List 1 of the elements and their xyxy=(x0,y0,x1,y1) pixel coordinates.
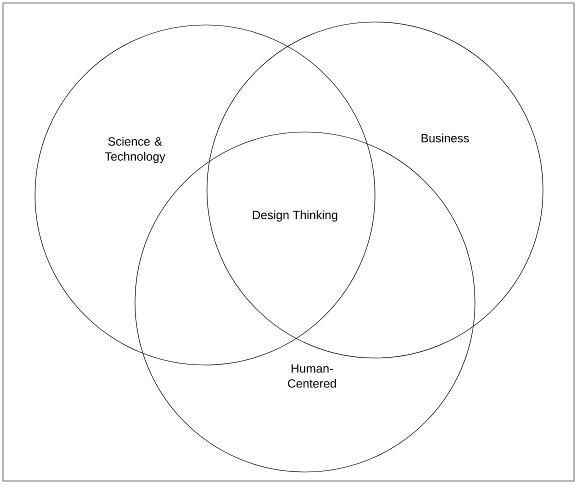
region-label: Design Thinking xyxy=(252,210,338,222)
